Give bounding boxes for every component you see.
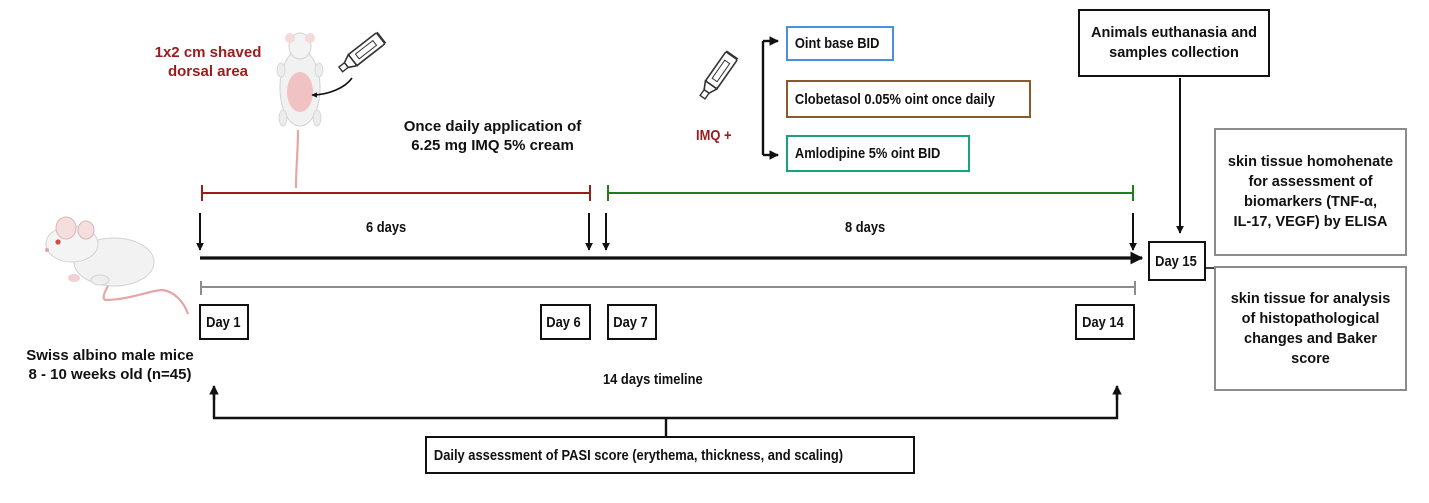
gray-timeline-bar: [200, 281, 1136, 295]
day-7-box: Day 7: [607, 304, 657, 340]
phase-label-treatment: 8 days: [845, 219, 886, 236]
treatment-amlodipine-box: Amlodipine 5% oint BID: [786, 135, 970, 172]
shaved-area-label: 1x2 cm shaved dorsal area: [154, 44, 262, 80]
application-label: Once daily application of 6.25 mg IMQ 5%…: [403, 118, 582, 154]
day-marker-arrows: [196, 213, 1137, 251]
treatment-bracket: [607, 185, 1134, 201]
day-1-box: Day 1: [199, 304, 249, 340]
pasi-assessment-box: Daily assessment of PASI score (erythema…: [425, 436, 915, 474]
treatment-branch-bracket: [761, 36, 779, 160]
imq-induction-bracket: [201, 185, 591, 201]
treatment-clobetasol-box: Clobetasol 0.05% oint once daily: [786, 80, 1031, 118]
ointment-tube-icon: [337, 31, 387, 73]
histology-box: skin tissue for analysis of histopatholo…: [1214, 266, 1407, 391]
imq-label: IMQ +: [696, 127, 732, 144]
shaved-mouse-icon: [276, 32, 324, 189]
treatment-oint-base-box: Oint base BID: [786, 26, 894, 61]
ointment-tube-icon: [699, 50, 739, 100]
fourteen-days-span-arrow: [209, 385, 1122, 436]
mouse-icon: [45, 216, 190, 315]
phase-label-induction: 6 days: [366, 219, 407, 236]
homogenate-box: skin tissue homohenate for assessment of…: [1214, 128, 1407, 256]
subjects-label: Swiss albino male mice 8 - 10 weeks old …: [26, 347, 194, 383]
euthanasia-box: Animals euthanasia and samples collectio…: [1078, 9, 1270, 77]
day-6-box: Day 6: [540, 304, 591, 340]
day-14-box: Day 14: [1075, 304, 1135, 340]
timeline-label: 14 days timeline: [603, 371, 703, 388]
day-15-box: Day 15: [1148, 241, 1206, 281]
application-arrow: [311, 77, 353, 98]
